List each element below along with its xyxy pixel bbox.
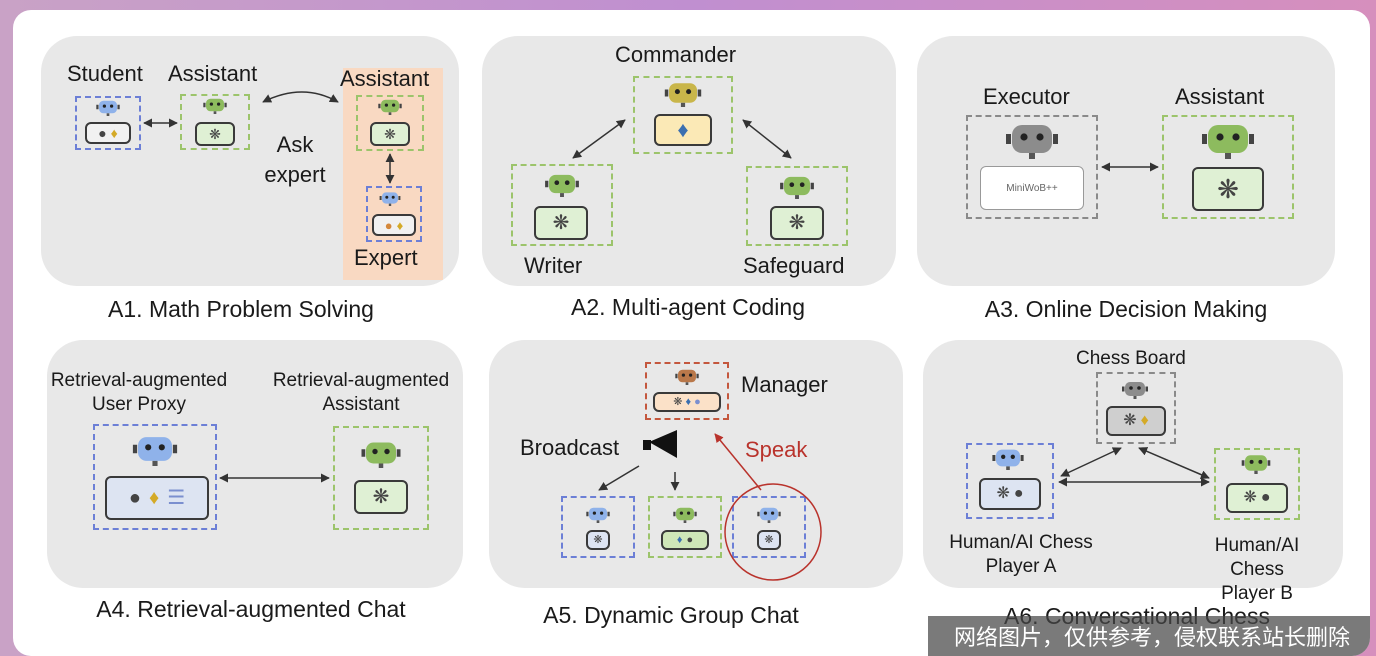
member-1-box (561, 496, 635, 558)
user-proxy-screen: ● ♦ ☰ (105, 476, 209, 520)
openai-icon: ❋ (593, 533, 603, 546)
a4-assistant-label: Retrieval-augmented Assistant (272, 370, 450, 415)
member-3-screen: ❋ (757, 530, 781, 550)
writer-box (511, 164, 613, 246)
member-2-screen: ♦ ● (661, 530, 709, 550)
person-icon: ● (694, 395, 701, 408)
a3-assistant-screen: ❋ (1192, 167, 1264, 211)
caption-a2: A2. Multi-agent Coding (571, 294, 805, 320)
commander-label: Commander (615, 42, 737, 67)
figure-card: Student Assistant Assistant Ask expert E… (13, 10, 1370, 656)
student-box (75, 96, 141, 150)
assistant-screen: ❋ (195, 122, 235, 146)
person-icon: ● (384, 217, 393, 233)
openai-icon: ❋ (1123, 412, 1137, 429)
python-icon: ♦ (677, 117, 689, 142)
a3-assistant-label: Assistant (1175, 84, 1265, 109)
player-a-screen: ❋ ● (979, 478, 1041, 510)
a4-assistant-box (333, 426, 429, 530)
caption-a4: A4. Retrieval-augmented Chat (96, 596, 406, 622)
speak-label: Speak (745, 437, 808, 462)
python-icon: ♦ (110, 125, 118, 141)
openai-icon: ❋ (1243, 489, 1257, 506)
openai-icon: ❋ (384, 126, 396, 142)
openai-icon: ❋ (552, 212, 570, 234)
openai-icon: ❋ (209, 126, 221, 142)
writer-screen: ❋ (534, 206, 588, 240)
database-icon: ☰ (167, 487, 186, 509)
expert-assistant-screen: ❋ (370, 122, 410, 146)
executor-box (966, 115, 1098, 219)
python-icon: ♦ (1140, 412, 1149, 429)
safeguard-label: Safeguard (743, 253, 845, 278)
commander-box (633, 76, 733, 154)
caption-a5: A5. Dynamic Group Chat (543, 602, 799, 628)
person-icon: ● (128, 487, 141, 509)
watermark: 网络图片，仅供参考，侵权联系站长删除 (928, 616, 1370, 656)
person-icon: ● (1013, 485, 1024, 502)
assistant-2-label: Assistant (340, 66, 430, 91)
broadcast-label: Broadcast (520, 435, 620, 460)
openai-icon: ❋ (1217, 174, 1239, 204)
a4-assistant-screen: ❋ (354, 480, 408, 514)
openai-icon: ❋ (996, 485, 1010, 502)
player-b-screen: ❋ ● (1226, 483, 1288, 513)
player-b-label: Human/AI Chess Player B (1214, 535, 1300, 604)
player-a-box (966, 443, 1054, 519)
chess-board-label: Chess Board (1076, 348, 1186, 369)
player-a-label: Human/AI Chess Player A (949, 532, 1093, 577)
python-icon: ♦ (148, 487, 160, 509)
student-label: Student (67, 61, 143, 86)
panel-a4 (47, 340, 463, 588)
ask-expert-label: Ask expert (264, 132, 326, 187)
safeguard-box (746, 166, 848, 246)
manager-box (645, 362, 729, 420)
person-icon: ● (686, 533, 694, 546)
panel-a3 (917, 36, 1335, 286)
member-2-box (648, 496, 722, 558)
person-icon: ● (1260, 489, 1271, 506)
python-icon: ♦ (396, 217, 404, 233)
user-proxy-box (93, 424, 217, 530)
assistant-label: Assistant (168, 61, 258, 86)
user-proxy-label: Retrieval-augmented User Proxy (50, 370, 228, 415)
student-screen: ● ♦ (85, 122, 131, 144)
person-icon: ● (98, 125, 107, 141)
expert-assistant-box (356, 95, 424, 151)
manager-screen: ❋ ♦ ● (653, 392, 721, 412)
commander-screen: ♦ (654, 114, 712, 146)
a3-assistant-box (1162, 115, 1294, 219)
expert-label: Expert (354, 245, 418, 270)
safeguard-screen: ❋ (770, 206, 824, 240)
caption-a1: A1. Math Problem Solving (108, 296, 374, 322)
chess-board-screen: ❋ ♦ (1106, 406, 1166, 436)
miniwob-screen: MiniWoB++ (980, 166, 1084, 210)
expert-box (366, 186, 422, 242)
openai-icon: ❋ (673, 395, 683, 408)
chess-board-box (1096, 372, 1176, 444)
caption-a3: A3. Online Decision Making (984, 296, 1268, 322)
openai-icon: ❋ (372, 486, 390, 508)
assistant-box (180, 94, 250, 150)
panel-a6 (923, 340, 1343, 588)
manager-label: Manager (741, 372, 828, 397)
python-icon: ♦ (676, 533, 683, 546)
openai-icon: ❋ (788, 212, 806, 234)
player-b-box (1214, 448, 1300, 520)
openai-icon: ❋ (764, 533, 774, 546)
miniwob-label: MiniWoB++ (1006, 182, 1058, 194)
panel-a2 (482, 36, 896, 286)
writer-label: Writer (524, 253, 583, 278)
python-icon: ♦ (685, 395, 692, 408)
member-1-screen: ❋ (586, 530, 610, 550)
executor-label: Executor (983, 84, 1070, 109)
expert-screen: ● ♦ (372, 214, 416, 236)
